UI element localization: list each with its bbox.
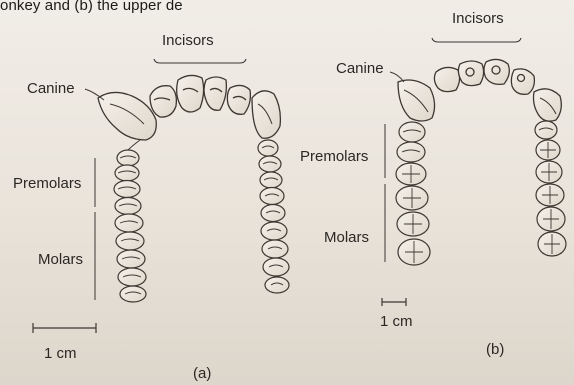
panel-a-canine-right [252,91,280,138]
panel-b-right-postcanine-row [535,121,566,256]
panel-b-premolars-label: Premolars [300,148,368,165]
panel-a-canine-left [98,92,156,140]
panel-a-canine-leader [85,89,104,100]
panel-a-incisors-label: Incisors [162,32,214,49]
panel-b-incisors-bracket [432,38,521,42]
panel-a-canine-label: Canine [27,80,75,97]
panel-a-dental-arcade [33,59,289,333]
panel-a-scale-label: 1 cm [44,345,77,362]
panel-b-canine [398,80,435,121]
panel-b-label: (b) [486,341,504,358]
panel-b-incisors [434,59,534,94]
panel-a-incisors-bracket [154,59,246,63]
panel-b-scale-label: 1 cm [380,313,413,330]
panel-b-dental-arcade [382,38,566,306]
panel-b-canine-right [534,89,562,121]
panel-a-premolars-label: Premolars [13,175,81,192]
panel-a-label: (a) [193,365,211,382]
panel-a-molars-label: Molars [38,251,83,268]
panel-a-incisors [150,75,250,117]
panel-b-incisors-label: Incisors [452,10,504,27]
panel-b-canine-label: Canine [336,60,384,77]
panel-b-left-postcanine-row [396,122,430,265]
panel-b-molars-label: Molars [324,229,369,246]
